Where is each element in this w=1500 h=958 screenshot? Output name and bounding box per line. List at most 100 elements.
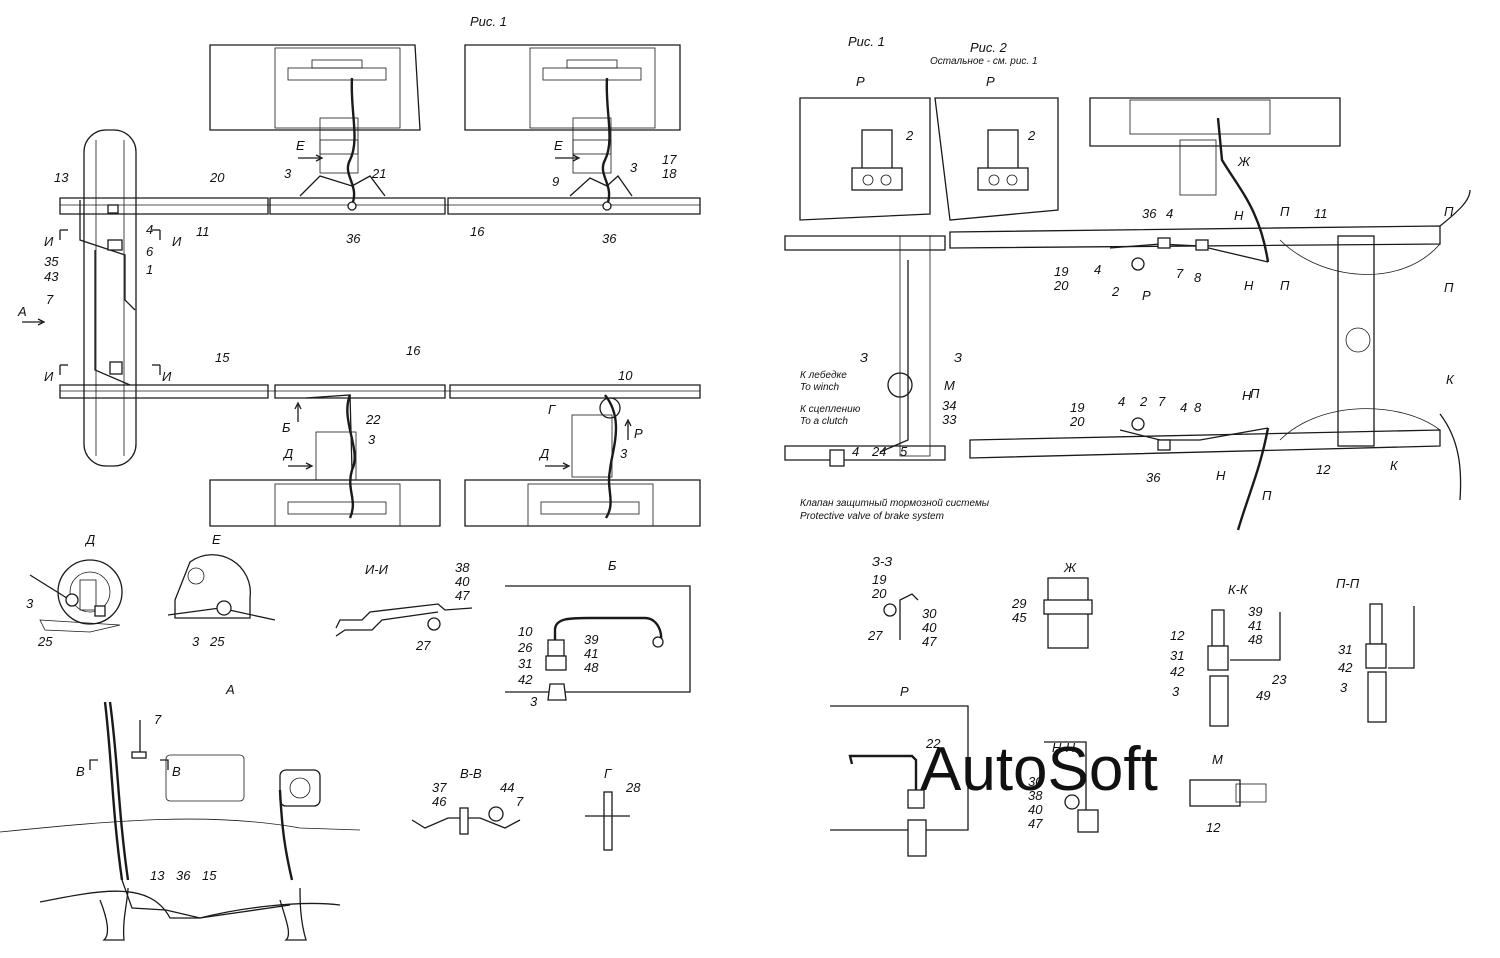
rear-axle-housing-bottom-2 bbox=[464, 479, 701, 527]
rear-axle-housing-bottom-1 bbox=[209, 479, 441, 527]
callout-22: 22 bbox=[365, 412, 381, 427]
fig2-callout-33: 33 bbox=[942, 412, 957, 427]
view-G-callout-28: 28 bbox=[625, 780, 641, 795]
fig2-hose-upper bbox=[1216, 117, 1270, 263]
fig2-callout-2-b: 2 bbox=[1139, 394, 1148, 409]
watermark: AutoSoft bbox=[920, 735, 1158, 804]
frame-rail-lower-2 bbox=[274, 384, 446, 399]
frame-rail-upper-3 bbox=[447, 197, 701, 215]
protective-valve bbox=[829, 449, 845, 467]
callout-4: 4 bbox=[146, 222, 153, 237]
section-E-2: Е bbox=[554, 138, 563, 153]
callout-36-a: 36 bbox=[346, 231, 361, 246]
callout-10: 10 bbox=[618, 368, 633, 383]
brake-hose-3-a bbox=[346, 77, 356, 206]
view-D-title: Д bbox=[84, 532, 95, 547]
fig2-callout-5: 5 bbox=[900, 444, 908, 459]
view-A-chamber bbox=[279, 769, 321, 807]
view-A-title: А bbox=[225, 682, 235, 697]
tee-36-a bbox=[347, 201, 357, 211]
fig2-section-N-4: Н bbox=[1216, 468, 1226, 483]
fig2-callout-11: 11 bbox=[1314, 206, 1328, 221]
view-PP-callout-42: 42 bbox=[1338, 660, 1353, 675]
rear-axle-housing-top-1 bbox=[209, 44, 421, 131]
fig2-section-P-arrow: Р bbox=[1142, 288, 1151, 303]
view-HH-callout-40: 40 bbox=[1028, 802, 1043, 817]
view-ZZ-callout-30: 30 bbox=[922, 606, 937, 621]
fig2-callout-4-a: 4 bbox=[1166, 206, 1173, 221]
fig2-title: Рис. 2 bbox=[970, 40, 1008, 55]
view-KK-callout-12: 12 bbox=[1170, 628, 1185, 643]
fig2-callout-19-b: 19 bbox=[1070, 400, 1084, 415]
view-A-callout-15: 15 bbox=[202, 868, 217, 883]
view-II-callout-47: 47 bbox=[455, 588, 470, 603]
view-PP-callout-31: 31 bbox=[1338, 642, 1352, 657]
fig2-callout-36-a: 36 bbox=[1142, 206, 1157, 221]
callout-3-b: 3 bbox=[630, 160, 638, 175]
fig2-hose-lower bbox=[1236, 427, 1270, 531]
view-KK-callout-3: 3 bbox=[1172, 684, 1180, 699]
fig2-callout-4-c: 4 bbox=[1118, 394, 1125, 409]
fig2-callout-8-a: 8 bbox=[1194, 270, 1202, 285]
callout-3-d: 3 bbox=[620, 446, 628, 461]
view-E-callout-3: 3 bbox=[192, 634, 200, 649]
view-D-drum bbox=[57, 559, 123, 625]
callout-20: 20 bbox=[209, 170, 225, 185]
fig2-callout-7-a: 7 bbox=[1176, 266, 1184, 281]
view-ZZ-title: З-З bbox=[872, 554, 892, 569]
view-A-section-V-2: В bbox=[172, 764, 181, 779]
section-I-3: И bbox=[44, 369, 54, 384]
view-P-1-panel bbox=[799, 97, 931, 221]
fig2-chamber-M bbox=[887, 372, 913, 398]
frame-rail-lower-3 bbox=[449, 384, 701, 399]
fig2-callout-8-b: 8 bbox=[1194, 400, 1202, 415]
view-KK-callout-41: 41 bbox=[1248, 618, 1262, 633]
view-P-1-title: Р bbox=[856, 74, 865, 89]
view-PP-pipe bbox=[1369, 603, 1383, 645]
view-D-callout-25: 25 bbox=[37, 634, 53, 649]
label-valve-ru: Клапан защитный тормозной системы bbox=[800, 498, 990, 509]
fig2-rail-upper-right bbox=[949, 225, 1441, 249]
view-HH-title: Н-Н bbox=[1052, 740, 1076, 755]
callout-13: 13 bbox=[54, 170, 69, 185]
view-E-drum bbox=[174, 554, 252, 619]
view-M-callout-12: 12 bbox=[1206, 820, 1221, 835]
fig2-note: Остальное - см. рис. 1 bbox=[930, 56, 1038, 67]
view-ZZ-bracket bbox=[899, 593, 919, 640]
callout-16-b: 16 bbox=[470, 224, 485, 239]
label-valve-en: Protective valve of brake system bbox=[800, 511, 944, 522]
view-A-line-13-15 bbox=[121, 879, 291, 919]
view-B-callout-39: 39 bbox=[584, 632, 598, 647]
fig1-title: Рис. 1 bbox=[470, 14, 507, 29]
section-D-2: Д bbox=[538, 446, 549, 461]
view-KK-title: К-К bbox=[1228, 582, 1249, 597]
fig2-crossmember bbox=[1337, 235, 1375, 447]
view-E-callout-25: 25 bbox=[209, 634, 225, 649]
frame-rail-upper-1 bbox=[59, 197, 269, 215]
view-P-2-title: Р bbox=[986, 74, 995, 89]
fig2-section-K-2: К bbox=[1390, 458, 1399, 473]
view-B-pipe bbox=[553, 616, 663, 646]
view-KK-callout-42: 42 bbox=[1170, 664, 1185, 679]
frame-rail-lower-1 bbox=[59, 384, 269, 399]
rear-axle-housing-top-2 bbox=[464, 44, 681, 131]
view-ZZ-callout-40: 40 bbox=[922, 620, 937, 635]
view-II-title: И-И bbox=[365, 562, 389, 577]
fig2-section-N-2: Н bbox=[1244, 278, 1254, 293]
section-A-arrow: А bbox=[17, 304, 27, 319]
callout-11: 11 bbox=[196, 224, 210, 239]
view-P-detail-title: Р bbox=[900, 684, 909, 699]
callout-3-a: 3 bbox=[284, 166, 292, 181]
callout-21: 21 bbox=[371, 166, 386, 181]
view-VV-callout-46: 46 bbox=[432, 794, 447, 809]
fig2-callout-34: 34 bbox=[942, 398, 956, 413]
view-KK-callout-48: 48 bbox=[1248, 632, 1263, 647]
fig2-section-Pi-2: П bbox=[1280, 278, 1290, 293]
callout-16: 16 bbox=[406, 343, 421, 358]
fig2-plan-view: Рис. 1 Рис. 2 Остальное - см. рис. 1 Р 2… bbox=[784, 34, 1471, 531]
fig2-section-N-1: Н bbox=[1234, 208, 1244, 223]
fig2-callout-4-e: 4 bbox=[852, 444, 859, 459]
callout-36-b: 36 bbox=[602, 231, 617, 246]
section-P-arrow: Р bbox=[634, 426, 643, 441]
view-II-bracket bbox=[335, 603, 473, 629]
